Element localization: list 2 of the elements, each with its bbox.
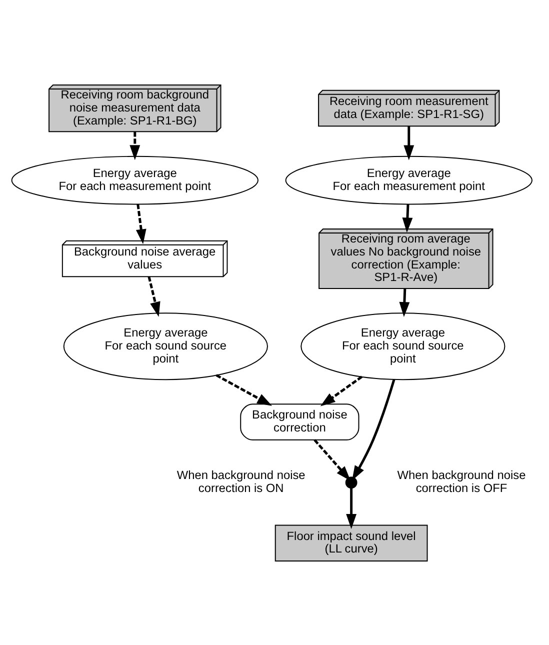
label: When background noise correction is OFF (397, 468, 526, 495)
label: When background noise correction is ON (176, 468, 306, 495)
